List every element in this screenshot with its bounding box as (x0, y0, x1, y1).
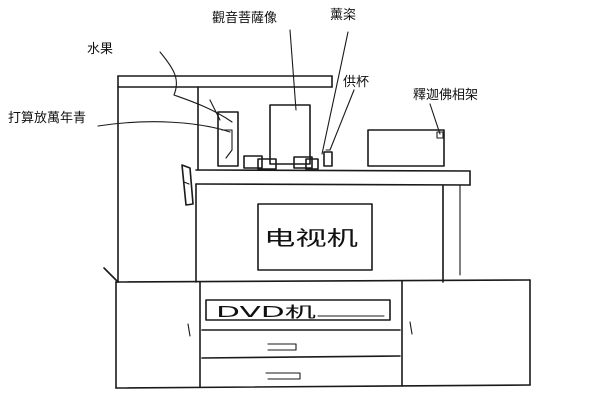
altar-shelf (195, 169, 471, 279)
offering-cup (323, 149, 333, 167)
tv-cabinet (195, 183, 444, 283)
guanyin-statue (269, 104, 311, 165)
dvd-slot: DVD机 (205, 299, 391, 321)
tv-label: 电视机 (264, 226, 358, 250)
label-fruit: 水果 (87, 42, 114, 57)
offering-items (243, 155, 319, 170)
leader-lines (97, 29, 441, 155)
buddha-frame (367, 129, 445, 167)
tv-label-group: 电视机 (264, 226, 358, 250)
dvd-label: DVD机 (216, 303, 316, 321)
side-hook (181, 164, 194, 206)
drawers (201, 329, 401, 380)
label-plant-plan: 打算放萬年青 (8, 111, 87, 126)
plant-pot (217, 111, 239, 167)
label-guanyin-statue: 觀音菩薩像 (212, 11, 278, 26)
lower-cabinet (103, 267, 531, 389)
label-offering-cup: 供杯 (343, 75, 370, 90)
label-incense: 薰栥 (330, 8, 357, 23)
label-buddha-frame: 釋迦佛相架 (413, 88, 479, 103)
hutch-frame (117, 75, 333, 283)
